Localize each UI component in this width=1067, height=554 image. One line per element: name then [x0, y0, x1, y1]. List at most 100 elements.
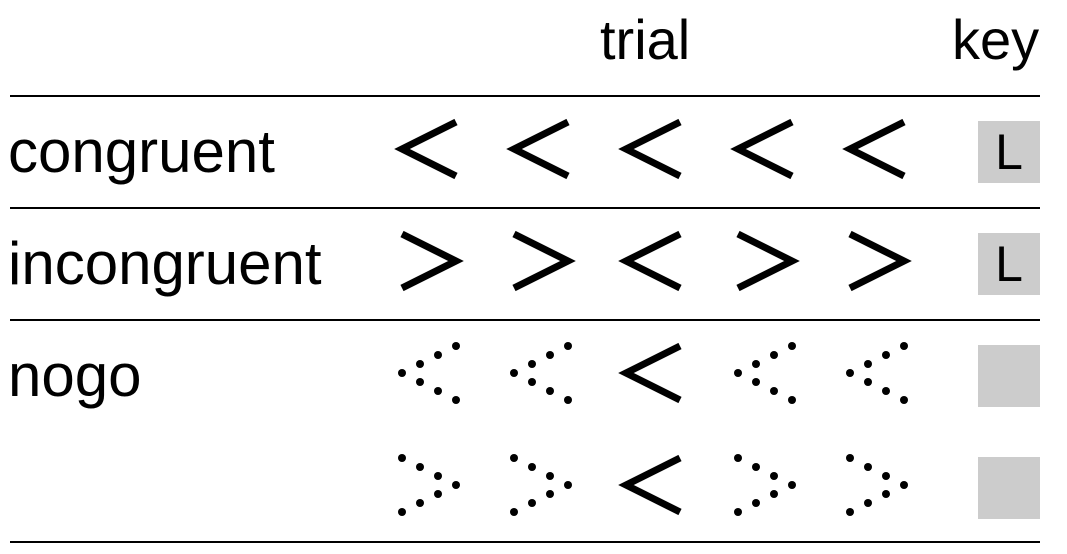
- trial-header: trial: [600, 8, 691, 71]
- key-box-nogo: [978, 345, 1040, 407]
- arrow-dot: [528, 378, 536, 386]
- arrow-dot: [882, 351, 890, 359]
- arrow-right-solid-icon: [400, 230, 464, 292]
- arrow-right-dotted-icon: [510, 454, 572, 516]
- arrow-stroke: [618, 342, 682, 404]
- arrow-stroke: [618, 230, 682, 292]
- arrow-dot: [864, 378, 872, 386]
- arrow-dot: [564, 342, 572, 350]
- arrow-dot: [416, 378, 424, 386]
- arrow-dot: [434, 472, 442, 480]
- arrow-dot: [546, 387, 554, 395]
- arrow-stroke: [512, 230, 576, 292]
- arrow-dot: [546, 351, 554, 359]
- arrow-left-dotted-icon: [734, 342, 796, 404]
- key-box-incongruent: L: [978, 233, 1040, 295]
- arrow-right-dotted-icon: [734, 454, 796, 516]
- arrow-stroke: [848, 230, 912, 292]
- arrow-dot: [546, 472, 554, 480]
- arrow-dot: [788, 481, 796, 489]
- arrow-dot: [416, 463, 424, 471]
- arrow-dot: [846, 369, 854, 377]
- arrow-left-solid-icon: [618, 230, 682, 292]
- arrow-left-solid-icon: [618, 118, 682, 180]
- arrow-stroke: [400, 230, 464, 292]
- key-box-congruent: L: [978, 121, 1040, 183]
- row-label-congruent: congruent: [8, 118, 275, 185]
- arrow-stroke: [842, 118, 906, 180]
- key-box-nogo-2: [978, 457, 1040, 519]
- arrow-dot: [864, 360, 872, 368]
- row-label-nogo: nogo: [8, 342, 142, 409]
- arrow-left-solid-icon: [618, 454, 682, 516]
- arrow-dot: [882, 387, 890, 395]
- arrow-dot: [846, 508, 854, 516]
- row-label-incongruent: incongruent: [8, 230, 322, 297]
- arrow-dot: [752, 499, 760, 507]
- key-letter: L: [995, 124, 1023, 180]
- key-letter: L: [995, 236, 1023, 292]
- arrow-dot: [528, 360, 536, 368]
- arrow-dot: [546, 490, 554, 498]
- arrow-dot: [528, 499, 536, 507]
- arrow-dot: [752, 360, 760, 368]
- arrow-dot: [864, 463, 872, 471]
- arrow-dot: [788, 396, 796, 404]
- key-header: key: [952, 8, 1040, 71]
- arrow-dot: [846, 454, 854, 462]
- arrow-right-solid-icon: [736, 230, 800, 292]
- arrow-dot: [734, 508, 742, 516]
- arrow-dot: [434, 351, 442, 359]
- arrow-left-solid-icon: [394, 118, 458, 180]
- arrow-dot: [752, 378, 760, 386]
- arrow-dot: [510, 454, 518, 462]
- arrow-dot: [900, 481, 908, 489]
- arrow-dot: [770, 387, 778, 395]
- arrow-left-dotted-icon: [510, 342, 572, 404]
- row-divider-2: [10, 319, 1040, 321]
- arrow-dot: [788, 342, 796, 350]
- arrow-dot: [734, 369, 742, 377]
- arrow-dot: [770, 351, 778, 359]
- arrow-stroke: [506, 118, 570, 180]
- arrow-dot: [752, 463, 760, 471]
- arrow-dot: [900, 396, 908, 404]
- arrow-dot: [882, 490, 890, 498]
- arrow-stroke: [618, 454, 682, 516]
- arrow-dot: [434, 387, 442, 395]
- bottom-divider: [10, 541, 1040, 543]
- arrow-dot: [900, 342, 908, 350]
- arrow-dot: [434, 490, 442, 498]
- arrow-stroke: [394, 118, 458, 180]
- arrow-stroke: [618, 118, 682, 180]
- arrow-dot: [864, 499, 872, 507]
- arrow-dot: [770, 490, 778, 498]
- arrow-right-solid-icon: [848, 230, 912, 292]
- row-divider-1: [10, 207, 1040, 209]
- arrow-dot: [452, 342, 460, 350]
- arrow-right-solid-icon: [512, 230, 576, 292]
- arrow-right-dotted-icon: [846, 454, 908, 516]
- arrow-dot: [398, 369, 406, 377]
- arrow-stroke: [736, 230, 800, 292]
- arrow-left-dotted-icon: [398, 342, 460, 404]
- arrow-dot: [452, 396, 460, 404]
- arrow-dot: [416, 499, 424, 507]
- arrow-dot: [398, 454, 406, 462]
- arrow-right-dotted-icon: [398, 454, 460, 516]
- arrow-left-solid-icon: [730, 118, 794, 180]
- arrow-left-solid-icon: [506, 118, 570, 180]
- arrow-dot: [770, 472, 778, 480]
- arrow-left-solid-icon: [618, 342, 682, 404]
- arrow-dot: [416, 360, 424, 368]
- arrow-dot: [510, 369, 518, 377]
- arrow-stroke: [730, 118, 794, 180]
- arrow-dot: [564, 481, 572, 489]
- arrow-dot: [734, 454, 742, 462]
- arrow-dot: [452, 481, 460, 489]
- arrow-left-dotted-icon: [846, 342, 908, 404]
- arrow-dot: [510, 508, 518, 516]
- arrow-dot: [564, 396, 572, 404]
- arrow-dot: [882, 472, 890, 480]
- arrow-left-solid-icon: [842, 118, 906, 180]
